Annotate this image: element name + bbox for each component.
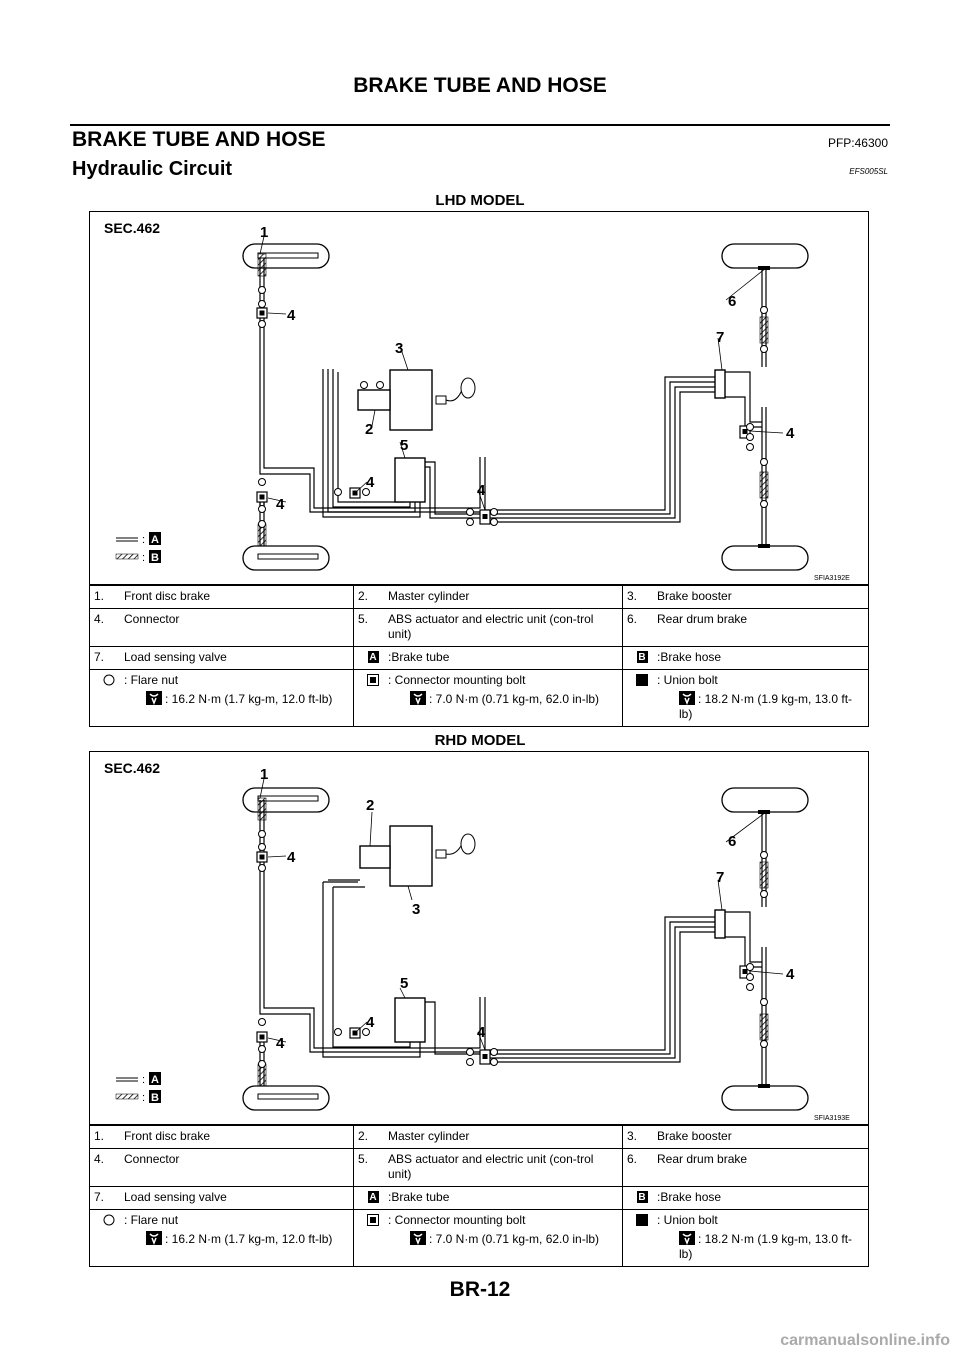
callout-2: 2 [366,797,374,814]
callout-4: 4 [786,425,795,442]
header-rule [70,124,890,126]
torque-wrench-icon [146,1231,162,1245]
callout-4: 4 [366,474,375,491]
callout-4: 4 [366,1014,375,1031]
front-wheel-top [242,787,330,813]
callouts: 1 4 3 2 5 4 4 4 6 7 4 [260,224,795,513]
union-bolt-icon [636,1214,648,1226]
callout-4: 4 [477,1024,486,1041]
doc-code: EFS005SL [849,167,888,176]
legend-table-rhd: 1.Front disc brake 2.Master cylinder 3.B… [89,1125,869,1267]
section-title: BRAKE TUBE AND HOSE [72,128,326,151]
svg-text::: : [142,534,145,546]
figure-id: SFIA3193E [814,1115,850,1122]
legend-table-lhd: 1.Front disc brake 2.Master cylinder 3.B… [89,585,869,727]
svg-text::: : [142,1074,145,1086]
callout-2: 2 [365,421,373,438]
load-sensing-valve [714,369,726,399]
master-cylinder [359,845,391,869]
tube-icon: A [367,651,379,663]
svg-text::: : [142,552,145,564]
front-wheel-left-top [242,243,330,269]
hose-symbol: B [151,1092,159,1104]
torque-wrench-icon [679,691,695,705]
callout-6: 6 [728,833,736,850]
figure-lhd: SEC.462 [89,211,869,585]
callout-4: 4 [287,849,296,866]
page-number: BR-12 [449,1278,511,1301]
front-wheel-bottom [242,1085,330,1111]
hose-icon: B [636,1191,648,1203]
union-bolt-icon [636,674,648,686]
callout-5: 5 [400,975,408,992]
figure-id: SFIA3192E [814,575,850,582]
callout-3: 3 [395,340,403,357]
callout-1: 1 [260,766,268,783]
front-wheel-left-bottom [242,545,330,571]
rear-wheel-top [721,243,809,269]
svg-text::: : [142,1092,145,1104]
hose-icon: B [636,651,648,663]
master-cylinder [357,389,391,411]
callout-4: 4 [786,966,795,983]
figure-title-lhd: LHD MODEL [435,192,525,209]
sec-label: SEC.462 [104,220,160,236]
torque-wrench-icon [410,1231,426,1245]
hose-symbol: B [151,552,159,564]
brake-booster [389,825,433,887]
callout-7: 7 [716,869,724,886]
watermark: carmanualsonline.info [780,1332,950,1349]
torque-wrench-icon [679,1231,695,1245]
abs-actuator [394,997,426,1043]
callout-4: 4 [276,1035,285,1052]
callout-4: 4 [477,482,486,499]
tube-symbol: A [151,1074,159,1086]
rear-wheel-bottom [721,1085,809,1111]
subsection-title: Hydraulic Circuit [72,158,233,180]
callout-4: 4 [276,496,285,513]
abs-actuator [394,457,426,503]
tube-icon: A [367,1191,379,1203]
callout-5: 5 [400,437,408,454]
callout-4: 4 [287,307,296,324]
brake-booster [389,369,433,431]
sec-label: SEC.462 [104,760,160,776]
torque-wrench-icon [146,691,162,705]
running-header: BRAKE TUBE AND HOSE [353,74,607,97]
callout-6: 6 [728,293,736,310]
connector-bolt-icon [367,1214,379,1226]
callout-7: 7 [716,329,724,346]
rear-wheel-top [721,787,809,813]
figure-rhd: SEC.462 [89,751,869,1125]
torque-wrench-icon [410,691,426,705]
figure-title-rhd: RHD MODEL [434,732,526,749]
flare-nut-icon [103,1214,115,1226]
callouts: 1 4 2 3 5 4 4 4 6 7 4 [260,766,795,1052]
connector-bolt-icon [367,674,379,686]
flare-nut-icon [103,674,115,686]
callout-3: 3 [412,901,420,918]
tube-symbol: A [151,534,159,546]
rear-wheel-bottom [721,545,809,571]
callout-1: 1 [260,224,268,241]
load-sensing-valve [714,909,726,939]
pfp-code: PFP:46300 [827,136,888,150]
